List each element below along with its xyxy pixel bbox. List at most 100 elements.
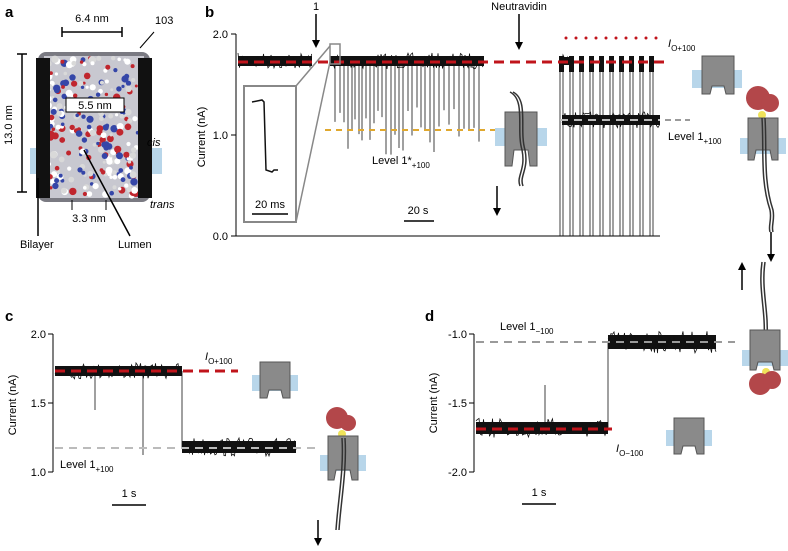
open-pore-cartoon [666,417,712,455]
inner-width-box [65,97,125,113]
event-markers [564,36,658,40]
atom [109,133,113,137]
atom [126,157,130,161]
open-pore-label: IO−100 [616,443,644,458]
open-pore-label: IO+100 [668,38,696,53]
reopen-segment [629,56,634,72]
open-pore-cartoon [692,55,742,95]
atom [61,85,65,89]
y-tick-label: 1.5 [31,398,46,410]
channel-wall-right [138,58,152,198]
level1-label: Level 1+100 [60,459,114,474]
atom [96,55,102,61]
pore [749,329,781,371]
atom [81,137,88,143]
atom [90,61,95,66]
reopen-segment [579,56,584,72]
atom [95,92,101,97]
atom [77,167,83,173]
atom [109,190,114,196]
atom [80,85,85,90]
lumen-pointer [83,149,131,237]
biotin [758,111,766,119]
atom [71,80,78,87]
event-marker [654,36,658,40]
atom [105,64,111,70]
atom [60,59,65,64]
atom [48,114,55,121]
open-pore-cartoon [252,361,298,399]
y-axis-label: Current (nA) [428,373,440,434]
atom [125,80,132,86]
y-axis-label: Current (nA) [7,375,19,436]
atom [110,125,118,133]
pore [701,55,735,95]
zoom-region [329,43,341,65]
pore [327,435,359,481]
atom [56,103,63,110]
atom [82,191,87,197]
atom [104,92,109,97]
atom [109,175,113,179]
atom [51,132,59,140]
atom [124,58,131,65]
atom [69,124,75,131]
height-label: 13.0 nm [3,105,15,145]
atom [54,178,60,184]
atom [115,113,119,117]
atom [116,123,124,131]
atom [119,114,125,119]
atom [49,151,58,159]
atom [100,132,107,139]
atom [83,72,91,80]
atom [103,145,109,151]
reopen-segment [599,56,604,72]
atom [54,165,60,171]
atom [89,84,96,91]
atom [86,191,93,197]
threaded-pore-cartoon [493,91,547,216]
atom [81,170,86,175]
atom [124,183,129,188]
pore [504,111,538,167]
atom [99,136,106,143]
strand [512,91,527,187]
panel-d-label: d [425,308,434,325]
atom [52,97,58,103]
inset-trace [251,99,278,173]
residue-label: 103 [155,15,173,27]
atom [117,57,121,62]
open-pore-trace [55,366,182,376]
atom [132,116,138,122]
reopen-segment [589,56,594,72]
y-tick-label: -2.0 [448,467,467,479]
inset-connector [295,61,331,223]
atom [107,135,114,143]
atom [123,151,130,158]
bottom-width-label: 3.3 nm [72,213,106,225]
arrowhead [738,262,746,270]
pore [673,417,705,455]
open-pore-label: IO+100 [205,351,233,366]
event-marker [644,36,648,40]
atom [131,187,138,194]
level1-trace-noise [607,330,717,354]
atom [121,84,125,88]
atom [70,190,74,195]
atom [106,158,113,165]
scale-label: 1 s [122,488,137,500]
atom [129,152,136,159]
panel-a-label: a [5,4,14,21]
arrowhead [312,40,320,48]
strand [338,437,347,531]
atom [92,143,97,147]
atom [89,129,96,136]
atom [131,147,137,153]
atom [59,137,66,143]
atom [125,108,132,116]
neutravidin [761,94,779,112]
y-ticks: 2.0 1.0 0.0 [213,29,236,243]
atom [125,85,132,93]
atom [51,55,59,63]
scale-label: 1 s [532,487,547,499]
